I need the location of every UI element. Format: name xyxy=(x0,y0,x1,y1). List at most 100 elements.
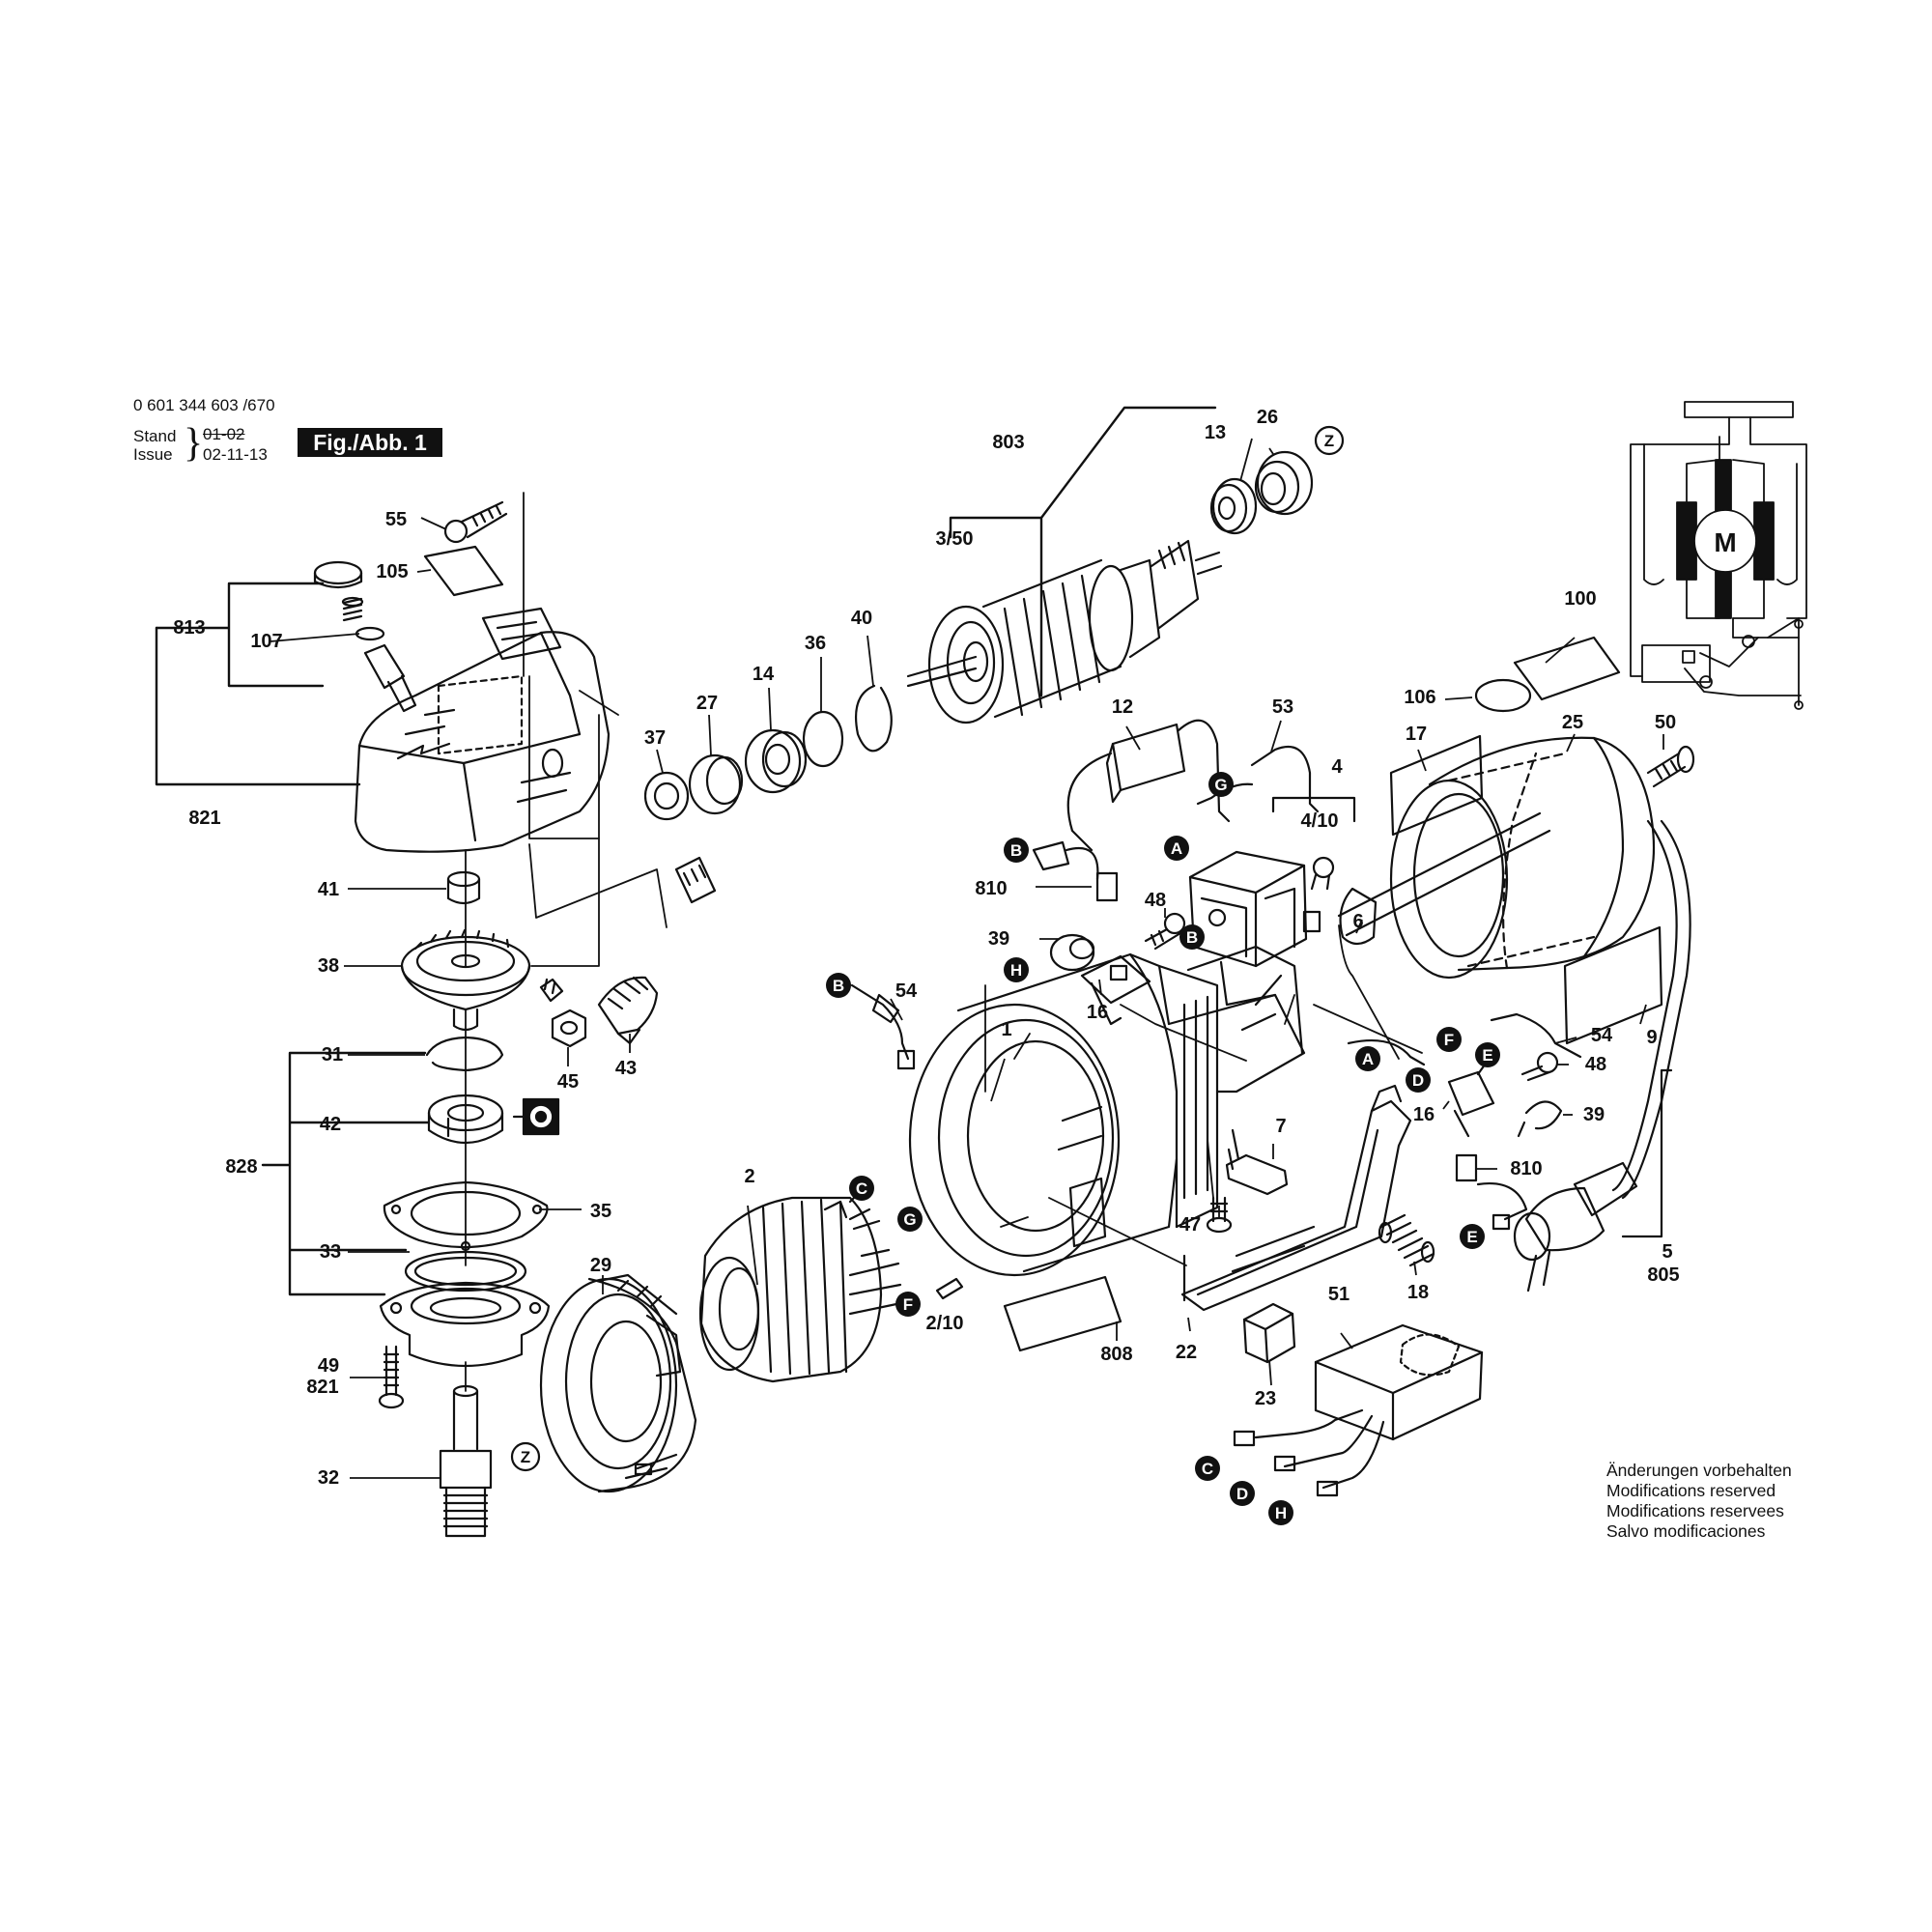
wire-12 xyxy=(1066,719,1231,852)
svg-text:G: G xyxy=(1214,776,1227,794)
connector-51-C xyxy=(1233,1430,1256,1447)
callout-27: 27 xyxy=(696,693,718,714)
callout-54-right: 54 xyxy=(1591,1025,1613,1046)
stand-date: 01-02 xyxy=(203,425,245,443)
document-number: 0 601 344 603 /670 xyxy=(133,396,275,414)
part-handle-housing-25 xyxy=(1389,736,1656,980)
callout-35: 35 xyxy=(590,1201,611,1222)
bracket-4 xyxy=(1271,796,1356,823)
modifications-line-fr: Modifications reservees xyxy=(1606,1501,1784,1520)
callout-821-screw: 821 xyxy=(306,1377,338,1398)
brace-glyph: } xyxy=(184,421,204,466)
callout-4-10: 4/10 xyxy=(1301,810,1339,832)
part-label-100 xyxy=(1513,636,1621,701)
callout-1: 1 xyxy=(1001,1019,1011,1040)
part-pinion-43 xyxy=(597,976,659,1045)
callout-17: 17 xyxy=(1406,724,1427,745)
callout-18: 18 xyxy=(1407,1282,1429,1303)
callout-49: 49 xyxy=(318,1355,339,1377)
part-switch-rod-22 xyxy=(1180,1084,1412,1312)
callout-2-10: 2/10 xyxy=(926,1313,964,1334)
part-fan-shroud xyxy=(539,1273,697,1493)
wire-54a xyxy=(850,983,910,1061)
callout-23: 23 xyxy=(1255,1388,1276,1409)
callout-43: 43 xyxy=(615,1058,637,1079)
svg-text:Z: Z xyxy=(1324,432,1334,450)
callout-48-right: 48 xyxy=(1585,1054,1606,1075)
callout-105: 105 xyxy=(376,561,408,582)
callout-54-left: 54 xyxy=(895,980,918,1002)
callout-13: 13 xyxy=(1205,422,1226,443)
part-label-9 xyxy=(1563,925,1663,1045)
part-motor-housing xyxy=(908,945,1306,1277)
callout-5: 5 xyxy=(1662,1241,1672,1263)
svg-text:E: E xyxy=(1466,1228,1477,1246)
bracket-828 xyxy=(261,1051,431,1296)
connector-badge-B-mid: B xyxy=(1179,924,1205,950)
callout-38: 38 xyxy=(318,955,339,977)
svg-text:F: F xyxy=(1444,1031,1454,1049)
callout-14: 14 xyxy=(753,664,775,685)
connector-badge-E-right: E xyxy=(1475,1042,1500,1067)
callout-6: 6 xyxy=(1352,911,1363,932)
connector-badge-G-mid: G xyxy=(897,1207,923,1232)
part-armature xyxy=(906,539,1223,724)
wire-53 xyxy=(1250,745,1320,813)
part-label-105 xyxy=(423,545,504,597)
part-spring-39a xyxy=(1049,933,1095,972)
connector-54a xyxy=(896,1049,916,1070)
svg-text:G: G xyxy=(903,1210,916,1229)
callout-805: 805 xyxy=(1647,1264,1679,1286)
svg-text:A: A xyxy=(1171,839,1182,858)
bracket-803 xyxy=(949,406,1217,697)
svg-text:A: A xyxy=(1362,1050,1374,1068)
part-screw-49 xyxy=(378,1345,405,1409)
part-screw-48b xyxy=(1520,1051,1559,1082)
part-ring-36 xyxy=(802,710,844,768)
part-spring xyxy=(341,596,364,622)
part-screw-4-10 xyxy=(1310,856,1335,891)
callout-39-left: 39 xyxy=(988,928,1009,950)
callout-31: 31 xyxy=(322,1044,343,1065)
part-slider-7 xyxy=(1225,1128,1289,1196)
callout-4: 4 xyxy=(1331,756,1343,778)
issue-date: 02-11-13 xyxy=(203,445,268,464)
part-gear-housing xyxy=(354,607,611,853)
part-bearing-flange xyxy=(379,1281,551,1368)
callout-32: 32 xyxy=(318,1467,339,1489)
part-screw-50 xyxy=(1646,745,1695,788)
callout-36: 36 xyxy=(805,633,826,654)
part-ring-107 xyxy=(355,626,385,641)
svg-text:Z: Z xyxy=(521,1448,530,1466)
connector-badge-C-mid: C xyxy=(849,1176,874,1201)
callout-33: 33 xyxy=(320,1241,341,1263)
part-brush-holder-810b xyxy=(1455,1153,1528,1231)
callout-107: 107 xyxy=(250,631,282,652)
connector-badge-A-mid: A xyxy=(1355,1046,1380,1071)
svg-text:C: C xyxy=(856,1179,867,1198)
part-spring-18 xyxy=(1378,1213,1435,1267)
callout-47: 47 xyxy=(1179,1214,1201,1236)
callout-106: 106 xyxy=(1404,687,1435,708)
connector-51-D xyxy=(1273,1455,1296,1472)
connector-badge-D-bottom: D xyxy=(1230,1481,1255,1506)
connector-badge-B-top: B xyxy=(1004,838,1029,863)
svg-text:H: H xyxy=(1010,961,1022,980)
callout-16-right: 16 xyxy=(1413,1104,1435,1125)
connector-badge-F-right: F xyxy=(1436,1027,1462,1052)
wire-54b xyxy=(1347,1012,1582,1066)
connector-badge-C-bottom: C xyxy=(1195,1456,1220,1481)
part-bearing-37 xyxy=(643,771,690,821)
callout-42: 42 xyxy=(320,1114,341,1135)
part-switch-knob-23 xyxy=(1242,1302,1296,1364)
part-brake-element xyxy=(674,856,717,904)
part-bearing-27 xyxy=(688,753,744,815)
bearing-symbol-icon xyxy=(512,1097,560,1136)
part-nut-45 xyxy=(551,1009,587,1048)
callout-803: 803 xyxy=(992,432,1024,453)
bracket-813 xyxy=(155,582,325,688)
stand-label: Stand xyxy=(133,427,177,445)
connector-badge-D-right: D xyxy=(1406,1067,1431,1093)
callout-16-left: 16 xyxy=(1087,1002,1108,1023)
